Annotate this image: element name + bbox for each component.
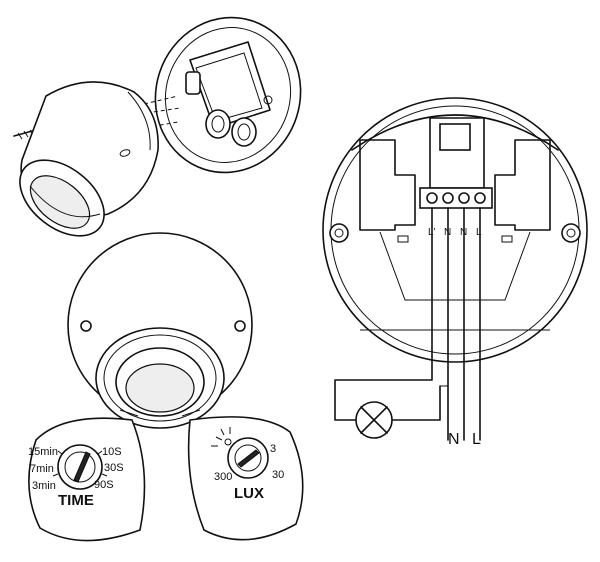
lux-dial-label: LUX [234, 485, 264, 502]
sun-icon [211, 427, 231, 447]
lamp-icon [355, 401, 393, 439]
sun-icon-core [224, 438, 232, 446]
lux-mark-30: 30 [272, 469, 284, 481]
supply-neutral-label: N [448, 431, 460, 448]
time-mark-10s: 10S [102, 446, 122, 458]
time-dial-callout: 15min 7min 3min 10S 30S 90S TIME [28, 417, 146, 542]
lux-mark-3: 3 [270, 443, 276, 455]
time-mark-15min: 15min [28, 446, 58, 458]
wiring-lines [334, 207, 481, 441]
time-mark-7min: 7min [30, 463, 54, 475]
wall-base-plate [154, 16, 302, 174]
lux-mark-300: 300 [214, 471, 232, 483]
wiring-diagram: L' N N L N L [322, 97, 588, 448]
sensor-head [19, 81, 159, 237]
lux-dial-callout: 3 30 300 LUX [187, 416, 304, 541]
time-mark-3min: 3min [32, 480, 56, 492]
assembled-sensor-view [67, 232, 253, 429]
supply-live-label: L [472, 431, 481, 448]
side-screws [329, 223, 581, 243]
time-dial-label: TIME [58, 492, 94, 509]
terminal-label-l-in: L [476, 227, 482, 238]
exploded-mount-view [13, 16, 302, 237]
time-mark-30s: 30S [104, 462, 124, 474]
time-mark-90s: 90S [94, 479, 114, 491]
